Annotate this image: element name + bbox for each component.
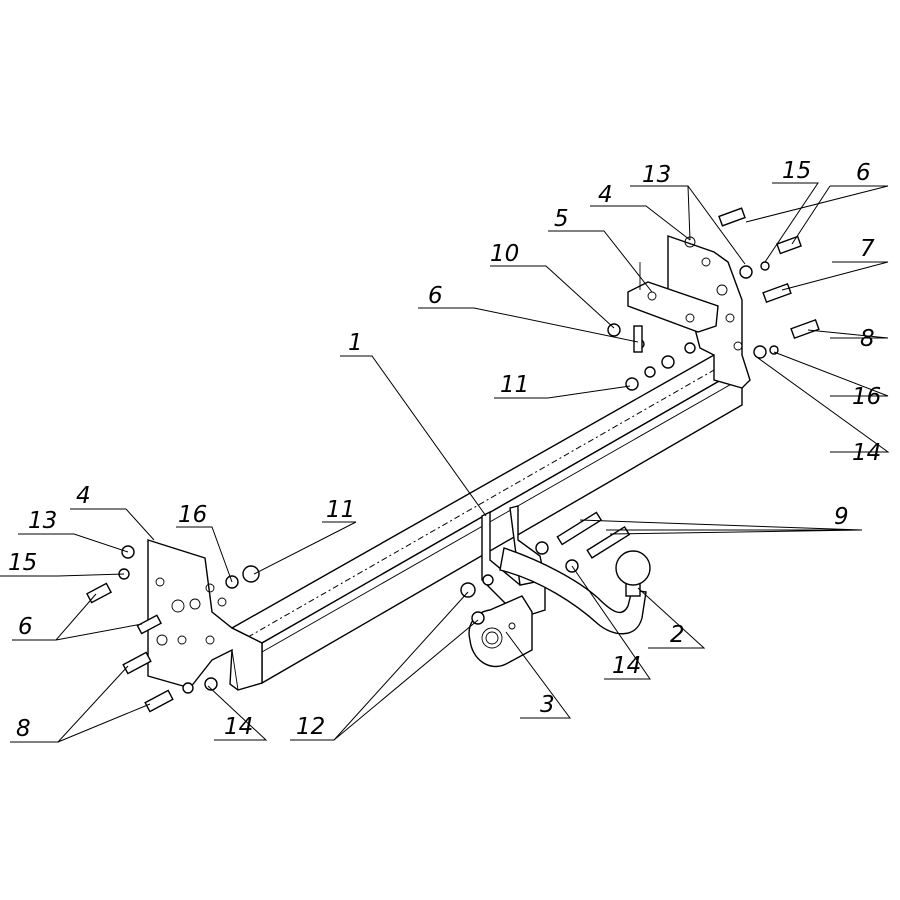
callout-6-center: 6 [428, 283, 443, 309]
callout-2: 2 [670, 622, 685, 648]
callout-4-left: 4 [76, 483, 91, 509]
callout-11-left: 11 [326, 497, 355, 523]
callout-12: 12 [296, 714, 325, 740]
callout-15-right: 15 [782, 158, 811, 184]
callout-8-right: 8 [860, 326, 875, 352]
callout-16-right: 16 [852, 384, 881, 410]
callout-10: 10 [490, 241, 519, 267]
callout-16-left: 16 [178, 502, 207, 528]
callout-6-left: 6 [18, 614, 33, 640]
callout-7: 7 [860, 236, 875, 262]
left-mounting-bracket [147, 539, 263, 691]
callout-14-center: 14 [612, 653, 641, 679]
callout-13-right: 13 [642, 162, 671, 188]
callout-9: 9 [834, 504, 849, 530]
callout-5: 5 [554, 206, 569, 232]
callout-13-left: 13 [28, 508, 57, 534]
callout-8-left: 8 [16, 716, 31, 742]
callout-14-left: 14 [224, 714, 253, 740]
leader-lines [0, 182, 890, 743]
callout-1: 1 [348, 330, 363, 356]
callout-11-right: 11 [500, 372, 529, 398]
callout-6-right-top: 6 [856, 160, 871, 186]
callout-labels: 13 15 6 4 5 7 10 8 6 1 11 16 14 9 4 13 1… [8, 158, 881, 742]
callout-3: 3 [540, 692, 555, 718]
callout-15-left: 15 [8, 550, 37, 576]
right-hardware [607, 207, 820, 391]
callout-14-right: 14 [852, 440, 881, 466]
callout-4-right: 4 [598, 182, 613, 208]
ball-mount-assembly [460, 505, 651, 668]
crossbar [230, 354, 744, 685]
